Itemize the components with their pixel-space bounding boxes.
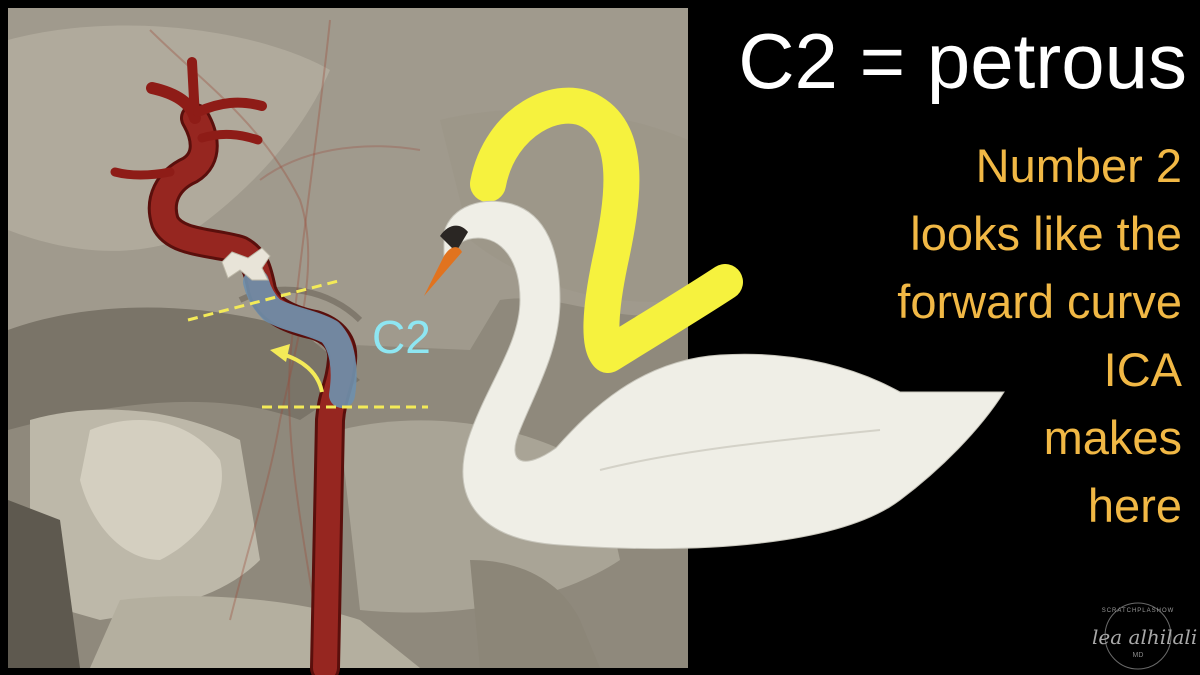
caption-line: makes bbox=[1043, 411, 1182, 464]
internal-carotid-artery-illustration bbox=[110, 57, 358, 675]
swan-illustration bbox=[424, 200, 1005, 550]
curved-arrow-icon bbox=[270, 344, 324, 393]
slide-title: C2 = petrous bbox=[738, 17, 1187, 105]
caption-line: looks like the bbox=[910, 207, 1182, 260]
caption-line: ICA bbox=[1103, 343, 1182, 396]
caption-line: Number 2 bbox=[975, 139, 1182, 192]
author-watermark: SCRATCHPLASHOW lea alhilali MD bbox=[1092, 600, 1198, 672]
numeral-two-shape bbox=[470, 87, 743, 373]
segment-boundary-lines bbox=[187, 278, 428, 409]
watermark-suffix: MD bbox=[1132, 652, 1144, 659]
watermark-signature: lea alhilali bbox=[1092, 625, 1198, 649]
watermark-top-text: SCRATCHPLASHOW bbox=[1101, 608, 1175, 614]
mnemonic-caption: Number 2 looks like the forward curve IC… bbox=[762, 132, 1182, 540]
caption-line: forward curve bbox=[897, 275, 1182, 328]
c2-segment-label: C2 bbox=[372, 311, 431, 363]
caption-line: here bbox=[1087, 479, 1182, 532]
watermark-ring-icon bbox=[1104, 602, 1172, 670]
